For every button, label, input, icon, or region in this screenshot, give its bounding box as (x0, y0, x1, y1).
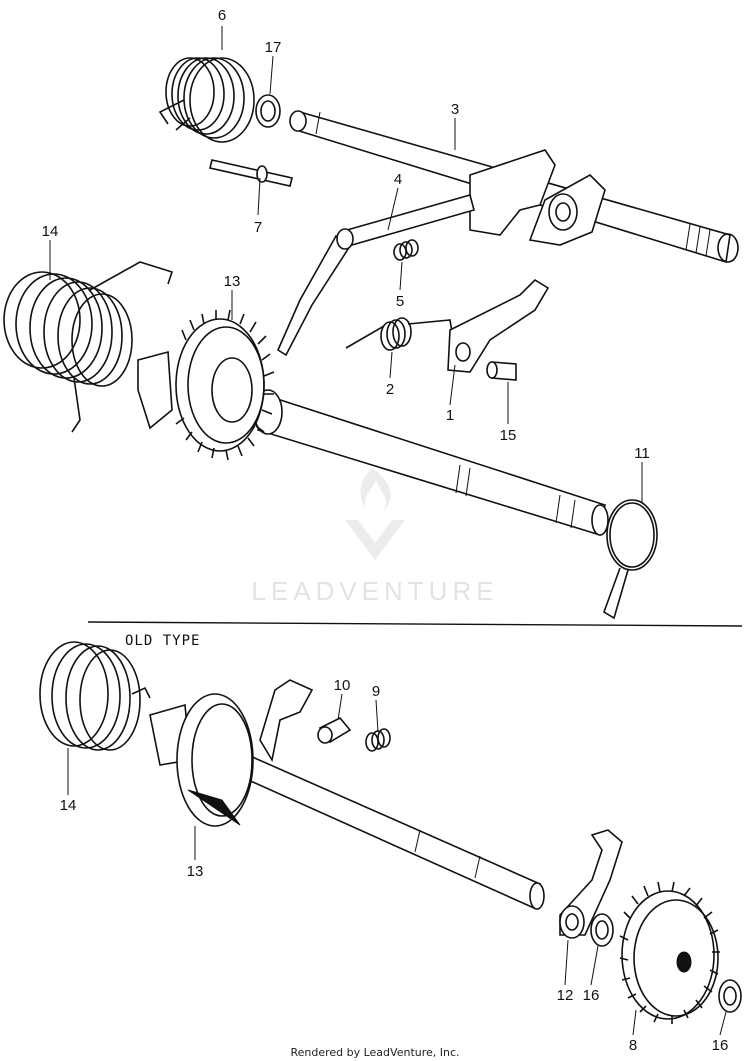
part-17-washer (255, 94, 281, 128)
callout-11: 11 (634, 445, 650, 462)
callout-13-upper: 13 (224, 273, 241, 290)
callout-9: 9 (372, 683, 380, 700)
callout-2: 2 (386, 381, 394, 398)
callout-14-upper: 14 (42, 223, 59, 240)
callout-14-lower: 14 (60, 797, 77, 814)
callout-15: 15 (500, 427, 517, 444)
callout-3: 3 (451, 101, 459, 118)
callout-12: 12 (557, 987, 574, 1004)
footer-credit: Rendered by LeadVenture, Inc. (290, 1046, 459, 1059)
part-7-pin (209, 159, 293, 187)
part-10-plunger (317, 717, 352, 744)
part-9-spring (365, 728, 391, 752)
part-1-plate (447, 278, 550, 373)
callout-13-lower: 13 (187, 863, 204, 880)
leader-lines (49, 26, 727, 1036)
part-16-washer-b (718, 979, 742, 1013)
part-15-bolt (486, 361, 517, 381)
callout-17: 17 (265, 39, 282, 56)
callout-16-b: 16 (712, 1037, 729, 1054)
callout-16-a: 16 (583, 987, 600, 1004)
part-2-spring (345, 317, 453, 351)
callout-5: 5 (396, 293, 404, 310)
part-4-lever (276, 194, 475, 357)
watermark-logo-icon (345, 468, 405, 560)
section-divider (87, 621, 743, 627)
callout-1: 1 (446, 407, 454, 424)
part-14-spring-lower (39, 641, 151, 751)
part-12-pawl (559, 829, 623, 939)
callout-4: 4 (394, 171, 402, 188)
part-5-spring (393, 239, 419, 261)
callout-10: 10 (334, 677, 351, 694)
part-8-gear (619, 881, 720, 1024)
watermark-text: LEADVENTURE (251, 576, 498, 606)
part-11-ring (603, 499, 658, 620)
part-13-gear-shaft (137, 309, 609, 537)
section-label-old-type: OLD TYPE (125, 633, 200, 649)
part-14-spring-upper (3, 261, 174, 433)
part-3-shaft (289, 110, 739, 264)
part-13-old-shaft (149, 679, 545, 910)
part-6-spring (158, 57, 255, 143)
callout-8: 8 (629, 1037, 637, 1054)
part-16-washer-a (590, 913, 614, 947)
callout-6: 6 (218, 7, 226, 24)
callout-7: 7 (254, 219, 262, 236)
